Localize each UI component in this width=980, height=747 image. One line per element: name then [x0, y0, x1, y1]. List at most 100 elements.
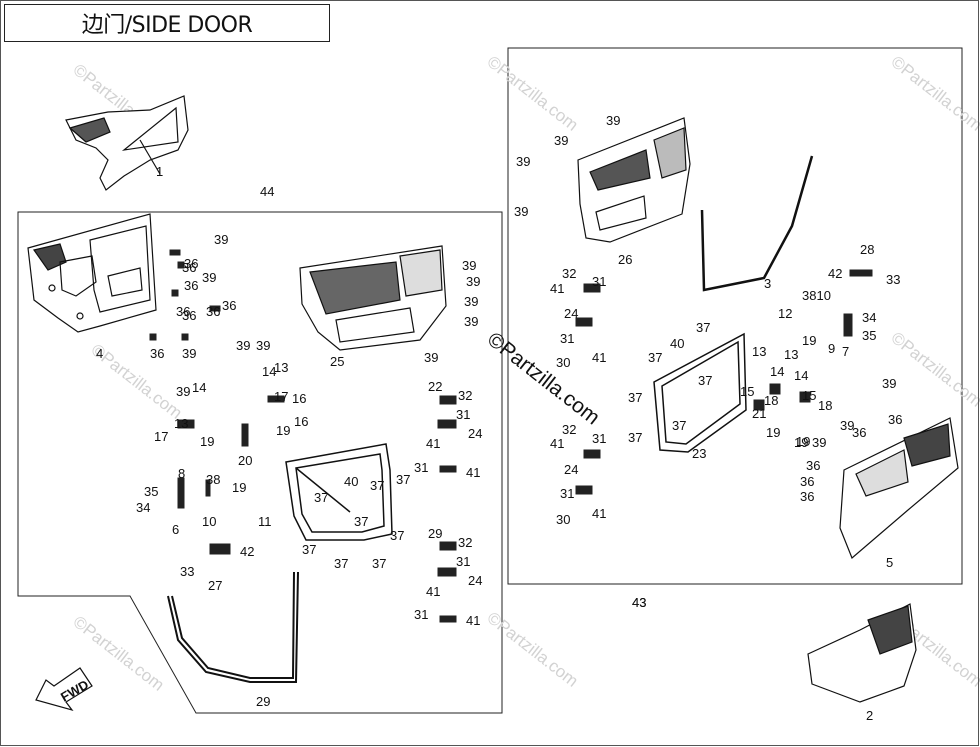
right-callout-23: 23 — [692, 446, 706, 461]
right-callout-39: 39 — [516, 154, 530, 169]
right-callout-39: 39 — [606, 113, 620, 128]
right-callout-31: 31 — [560, 331, 574, 346]
left-callout-31: 31 — [414, 607, 428, 622]
right-callout-36: 36 — [852, 425, 866, 440]
right-callout-5: 5 — [886, 555, 893, 570]
left-callout-39: 39 — [176, 384, 190, 399]
right-callout-39: 39 — [554, 133, 568, 148]
left-callout-41: 41 — [466, 613, 480, 628]
assembly-label-43: 43 — [632, 595, 646, 610]
left-callout-37: 37 — [302, 542, 316, 557]
left-callout-14: 14 — [192, 380, 206, 395]
right-callout-31: 31 — [592, 274, 606, 289]
left-callout-36: 36 — [182, 260, 196, 275]
left-callout-24: 24 — [468, 426, 482, 441]
left-callout-35: 35 — [144, 484, 158, 499]
left-callout-37: 37 — [372, 556, 386, 571]
left-callout-39: 39 — [214, 232, 228, 247]
left-callout-1: 1 — [156, 164, 163, 179]
left-callout-29: 29 — [428, 526, 442, 541]
part-3-seal-right — [700, 155, 814, 292]
left-callout-34: 34 — [136, 500, 150, 515]
right-callout-39: 39 — [882, 376, 896, 391]
part-2-door-panel — [807, 603, 917, 703]
left-callout-19: 19 — [276, 423, 290, 438]
fwd-arrow-icon: FWD — [35, 667, 93, 712]
left-callout-31: 31 — [456, 554, 470, 569]
left-callout-39: 39 — [182, 346, 196, 361]
right-callout-31: 31 — [560, 486, 574, 501]
right-callout-42: 42 — [828, 266, 842, 281]
right-callout-3: 3 — [764, 276, 771, 291]
left-callout-39: 39 — [202, 270, 216, 285]
right-callout-9: 9 — [828, 341, 835, 356]
left-callout-27: 27 — [208, 578, 222, 593]
part-22-door-frame — [285, 443, 393, 541]
left-callout-40: 40 — [344, 474, 358, 489]
right-callout-30: 30 — [556, 512, 570, 527]
right-callout-19: 19 — [766, 425, 780, 440]
right-callout-41: 41 — [550, 281, 564, 296]
right-callout-36: 36 — [806, 458, 820, 473]
right-callout-36: 36 — [800, 489, 814, 504]
left-callout-39: 39 — [464, 314, 478, 329]
left-callout-20: 20 — [238, 453, 252, 468]
right-callout-31: 31 — [592, 431, 606, 446]
left-callout-17: 17 — [274, 389, 288, 404]
right-callout-18: 18 — [818, 398, 832, 413]
right-callout-2: 2 — [866, 708, 873, 723]
left-callout-41: 41 — [466, 465, 480, 480]
left-callout-33: 33 — [180, 564, 194, 579]
left-callout-39: 39 — [464, 294, 478, 309]
right-callout-14: 14 — [794, 368, 808, 383]
right-callout-41: 41 — [592, 506, 606, 521]
right-callout-41: 41 — [550, 436, 564, 451]
right-callout-39: 39 — [812, 435, 826, 450]
right-callout-32: 32 — [562, 266, 576, 281]
left-callout-32: 32 — [458, 535, 472, 550]
left-callout-8: 8 — [178, 466, 185, 481]
right-callout-13: 13 — [752, 344, 766, 359]
right-callout-13: 13 — [784, 347, 798, 362]
right-callout-43: 43 — [632, 595, 646, 610]
left-callout-4: 4 — [96, 346, 103, 361]
left-callout-37: 37 — [314, 490, 328, 505]
left-callout-37: 37 — [390, 528, 404, 543]
right-callout-7: 7 — [842, 344, 849, 359]
left-callout-36: 36 — [222, 298, 236, 313]
left-callout-17: 17 — [154, 429, 168, 444]
right-callout-28: 28 — [860, 242, 874, 257]
part-5-door-outer — [839, 417, 959, 560]
right-callout-24: 24 — [564, 306, 578, 321]
right-callout-19: 19 — [794, 435, 808, 450]
left-callout-36: 36 — [206, 304, 220, 319]
watermark-main: ©Partzilla.com — [483, 328, 604, 430]
right-callout-37: 37 — [628, 430, 642, 445]
left-callout-36: 36 — [184, 278, 198, 293]
left-callout-39: 39 — [236, 338, 250, 353]
part-3-seal-left — [167, 571, 299, 683]
left-callout-3: 3 — [0, 0, 7, 3]
watermark: ©Partzilla.com — [888, 52, 980, 135]
hardware-parts — [149, 249, 873, 623]
right-callout-24: 24 — [564, 462, 578, 477]
left-callout-14: 14 — [262, 364, 276, 379]
left-callout-22: 22 — [428, 379, 442, 394]
left-callout-37: 37 — [370, 478, 384, 493]
part-25-door-panel — [299, 245, 447, 351]
right-callout-32: 32 — [562, 422, 576, 437]
left-callout-36: 36 — [184, 256, 198, 271]
left-callout-10: 10 — [202, 514, 216, 529]
assembly-label-44: 44 — [260, 184, 274, 199]
left-callout-32: 32 — [458, 388, 472, 403]
right-callout-15: 15 — [740, 384, 754, 399]
watermarks: ©Partzilla.com ©Partzilla.com ©Partzilla… — [70, 52, 980, 695]
watermark: ©Partzilla.com — [484, 52, 582, 135]
left-callout-37: 37 — [354, 514, 368, 529]
right-callout-39: 39 — [840, 418, 854, 433]
left-callout-6: 6 — [172, 522, 179, 537]
page-title: 边门/SIDE DOOR — [4, 4, 330, 42]
watermark: ©Partzilla.com — [484, 608, 582, 691]
